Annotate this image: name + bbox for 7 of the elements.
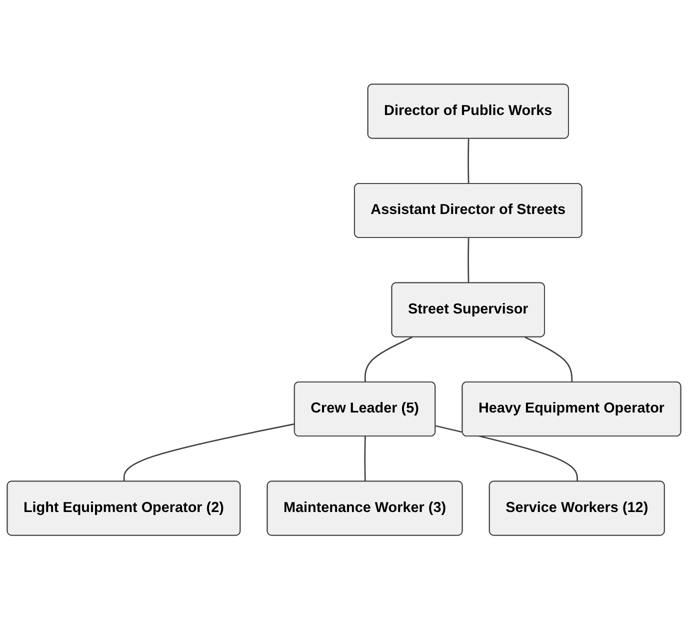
connector xyxy=(364,336,412,382)
connector xyxy=(524,336,573,382)
connector xyxy=(364,436,366,482)
connector xyxy=(123,423,295,482)
connector xyxy=(468,238,470,283)
connector xyxy=(468,138,470,184)
connector xyxy=(435,425,578,482)
